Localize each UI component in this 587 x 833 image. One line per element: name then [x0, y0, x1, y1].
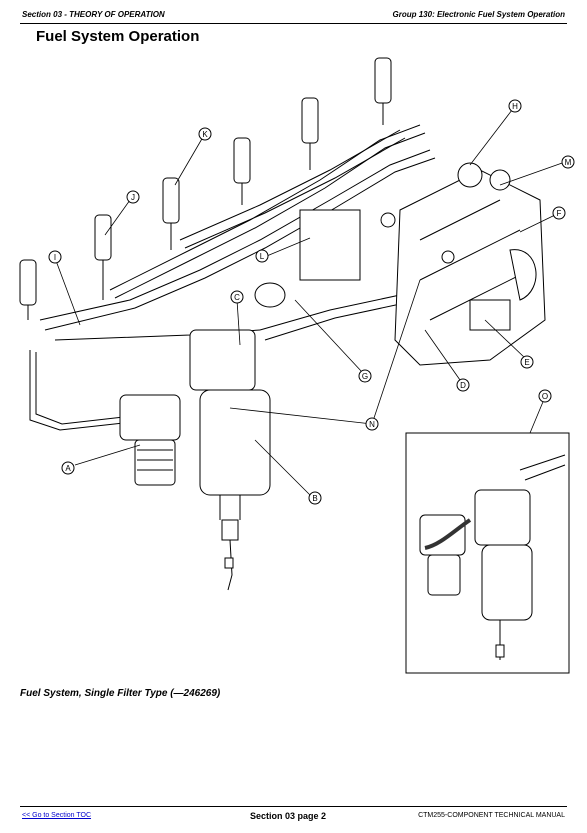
page-header: Section 03 - THEORY OF OPERATION Group 1…: [0, 0, 587, 26]
svg-text:F: F: [557, 209, 562, 218]
inset-detail: [405, 432, 570, 674]
svg-text:G: G: [362, 372, 368, 381]
page-title: Fuel System Operation: [36, 28, 200, 45]
callout-a: A: [61, 461, 75, 475]
callout-n: N: [365, 417, 379, 431]
svg-text:N: N: [369, 420, 375, 429]
callout-d: D: [456, 378, 470, 392]
callout-i: I: [48, 250, 62, 264]
section-label: Section 03 - THEORY OF OPERATION: [22, 10, 165, 19]
svg-text:L: L: [260, 252, 265, 261]
callout-f: F: [552, 206, 566, 220]
svg-text:A: A: [65, 464, 71, 473]
fuel-system-illustration: A B C D E F G H I J K L M N O: [19, 57, 575, 674]
svg-text:H: H: [512, 102, 518, 111]
svg-text:J: J: [131, 193, 135, 202]
toc-link[interactable]: << Go to Section TOC: [22, 812, 92, 819]
svg-text:K: K: [202, 130, 208, 139]
footer-divider: [20, 806, 567, 807]
callout-leaders: [54, 109, 566, 496]
callout-e: E: [520, 355, 534, 369]
svg-text:E: E: [524, 358, 529, 367]
svg-text:B: B: [312, 494, 317, 503]
svg-text:I: I: [54, 253, 56, 262]
injection-pump: [254, 162, 546, 366]
figure-caption: Fuel System, Single Filter Type (—246269…: [20, 688, 221, 699]
main-filter: [189, 329, 271, 591]
callout-o: O: [538, 389, 552, 403]
page-number: Section 03 page 2: [250, 811, 327, 821]
callout-g: G: [358, 369, 372, 383]
callout-c: C: [230, 290, 244, 304]
svg-text:M: M: [565, 158, 572, 167]
primary-filter: [119, 394, 181, 486]
group-label: Group 130: Electronic Fuel System Operat…: [392, 10, 566, 19]
callout-m: M: [561, 155, 575, 169]
fuel-lines: [29, 124, 436, 431]
callout-k: K: [198, 127, 212, 141]
svg-text:D: D: [460, 381, 466, 390]
injector-group: [19, 57, 392, 320]
svg-text:O: O: [542, 392, 548, 401]
svg-text:C: C: [234, 293, 240, 302]
header-divider: [20, 23, 567, 24]
manual-title: CTM255-COMPONENT TECHNICAL MANUAL: [418, 812, 565, 819]
callout-h: H: [508, 99, 522, 113]
callout-b: B: [308, 491, 322, 505]
callout-l: L: [255, 249, 269, 263]
callout-markers: A B C D E F G H I J K L M N O: [48, 99, 575, 505]
callout-j: J: [126, 190, 140, 204]
